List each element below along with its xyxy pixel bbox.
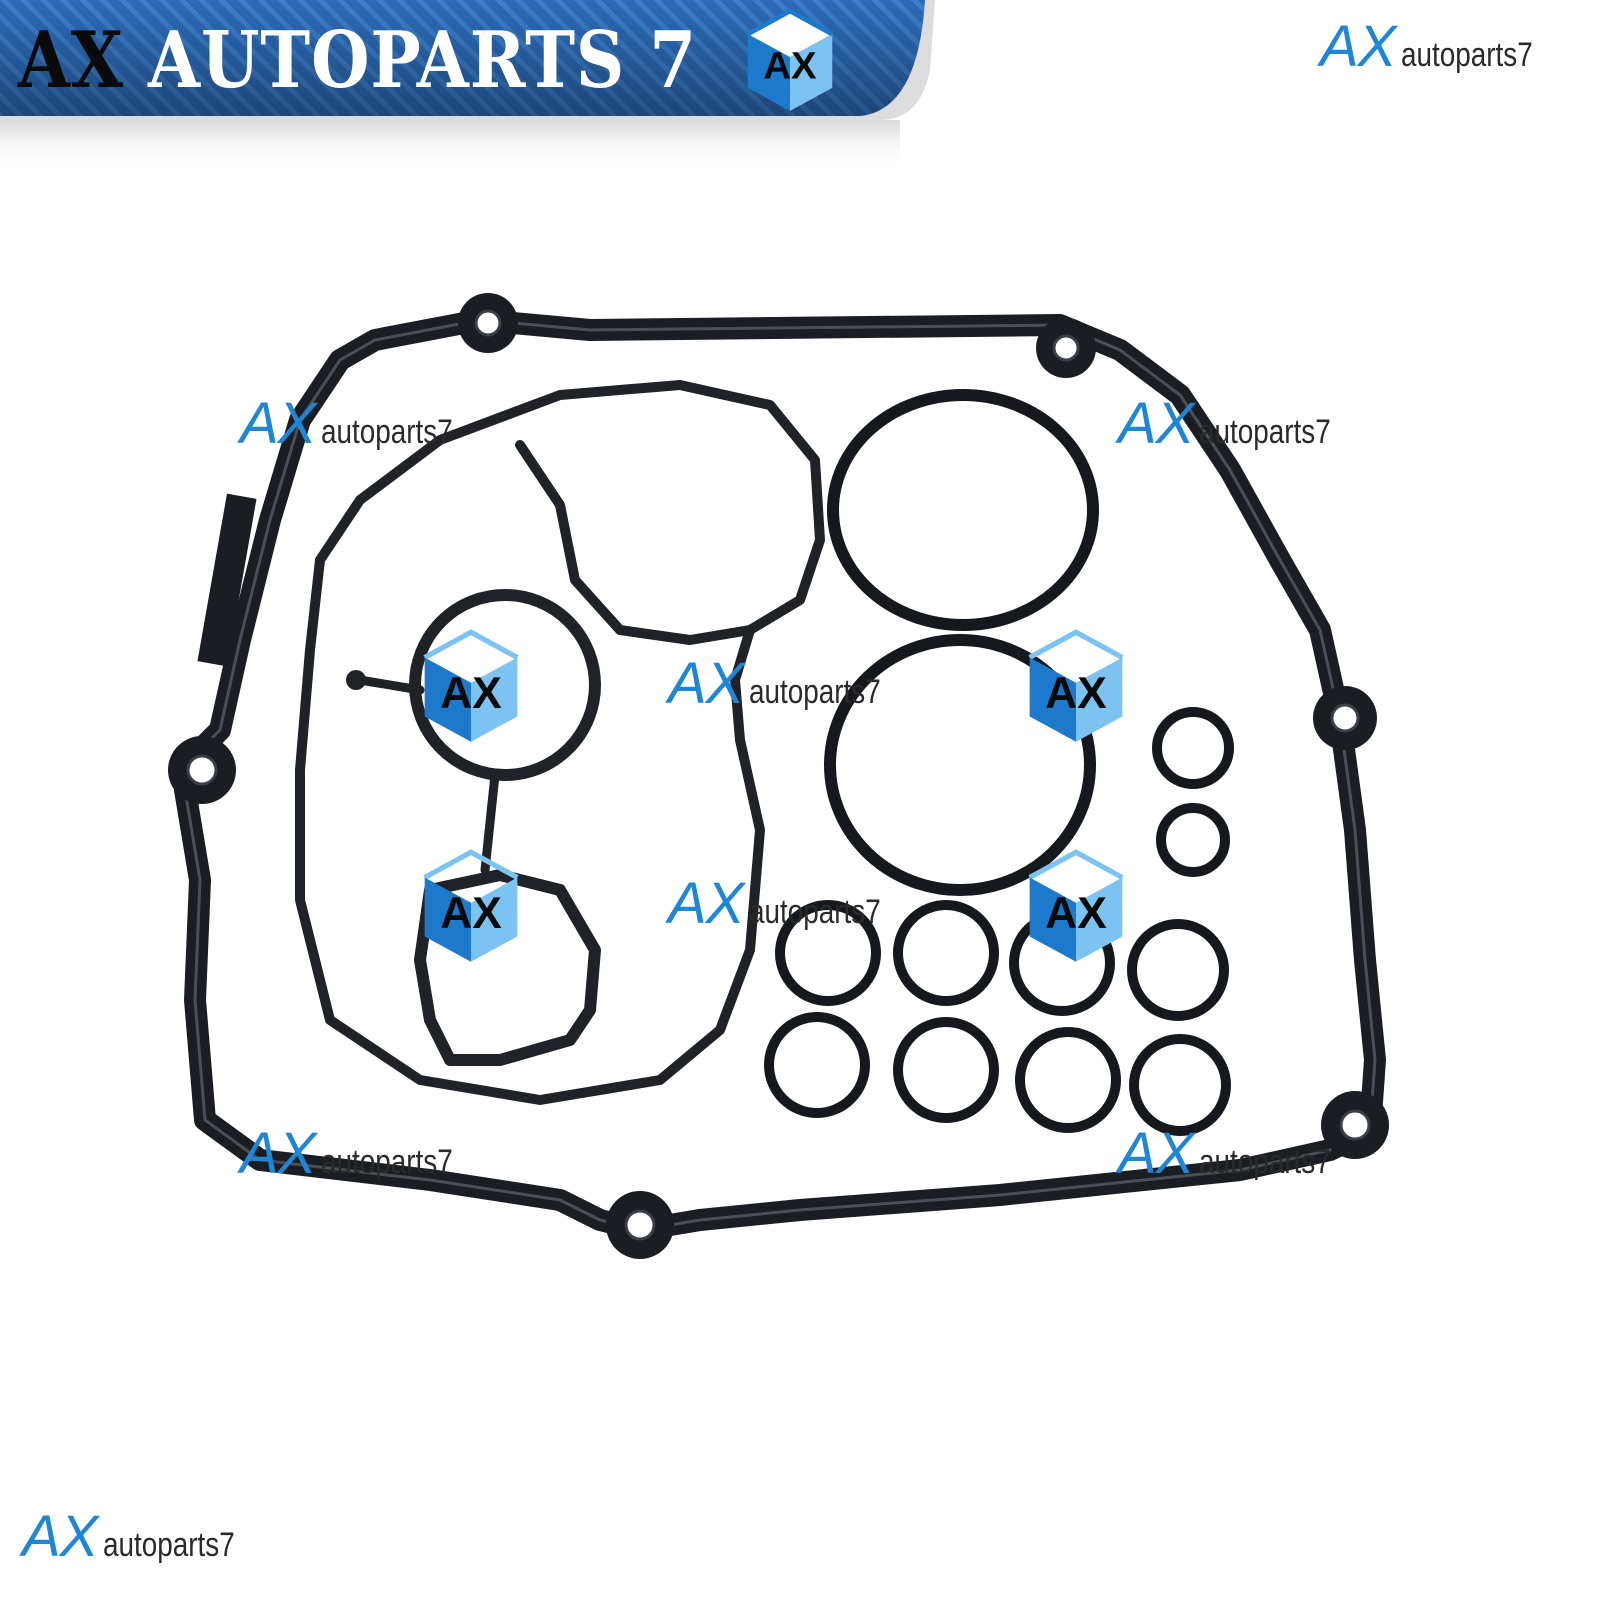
watermark-brand: AX xyxy=(1118,1121,1194,1186)
watermark-brand: AX xyxy=(1118,391,1194,456)
watermark-cube-icon: AX xyxy=(1028,849,1124,962)
header-banner: AX AUTOPARTS 7 AX xyxy=(0,0,1600,170)
watermark-suffix: autoparts7 xyxy=(1401,36,1534,74)
lower-shaped-gasket xyxy=(414,869,601,1066)
banner-logo-text: AX xyxy=(763,44,817,87)
watermark-suffix: autoparts7 xyxy=(321,1143,454,1181)
watermark-brand: AX xyxy=(668,871,744,936)
watermark-cube-text: AX xyxy=(1045,889,1107,938)
bolt-holes xyxy=(186,309,1371,1241)
watermark-cube-text: AX xyxy=(1045,669,1107,718)
watermark-suffix: autoparts7 xyxy=(749,893,882,931)
watermark-brand: AX xyxy=(22,1504,98,1569)
medium-ring xyxy=(409,589,601,781)
watermark-cube-icon: AX xyxy=(423,849,519,962)
watermark-brand: AX xyxy=(240,391,316,456)
side-tab xyxy=(197,493,257,667)
banner-title-rest: AUTOPARTS 7 xyxy=(148,15,697,106)
banner-title: AX AUTOPARTS 7 xyxy=(18,6,697,116)
inner-cover-gasket xyxy=(295,380,825,1105)
small-o-ring xyxy=(1156,803,1230,877)
banner-background xyxy=(0,0,935,170)
watermark-suffix: autoparts7 xyxy=(749,673,882,711)
watermark-cube-icon: AX xyxy=(1028,629,1124,742)
small-o-ring xyxy=(1152,707,1234,789)
banner-title-ax: AX xyxy=(18,15,124,106)
watermark-suffix: autoparts7 xyxy=(321,413,454,451)
watermark-cube-icon: AX xyxy=(423,629,519,742)
watermark-brand: AX xyxy=(668,651,744,716)
watermark-brand: AX xyxy=(1320,14,1396,79)
watermark-suffix: autoparts7 xyxy=(1199,1143,1332,1181)
banner-logo-cube-icon: AX xyxy=(746,8,834,111)
watermark-brand: AX xyxy=(240,1121,316,1186)
watermark-suffix: autoparts7 xyxy=(103,1526,236,1564)
o-ring-grid xyxy=(764,900,1231,1136)
watermark-cube-text: AX xyxy=(440,669,502,718)
watermark-cube-text: AX xyxy=(440,889,502,938)
watermark-suffix: autoparts7 xyxy=(1199,413,1332,451)
large-o-ring-top xyxy=(827,389,1099,631)
large-o-ring-middle xyxy=(824,634,1096,896)
